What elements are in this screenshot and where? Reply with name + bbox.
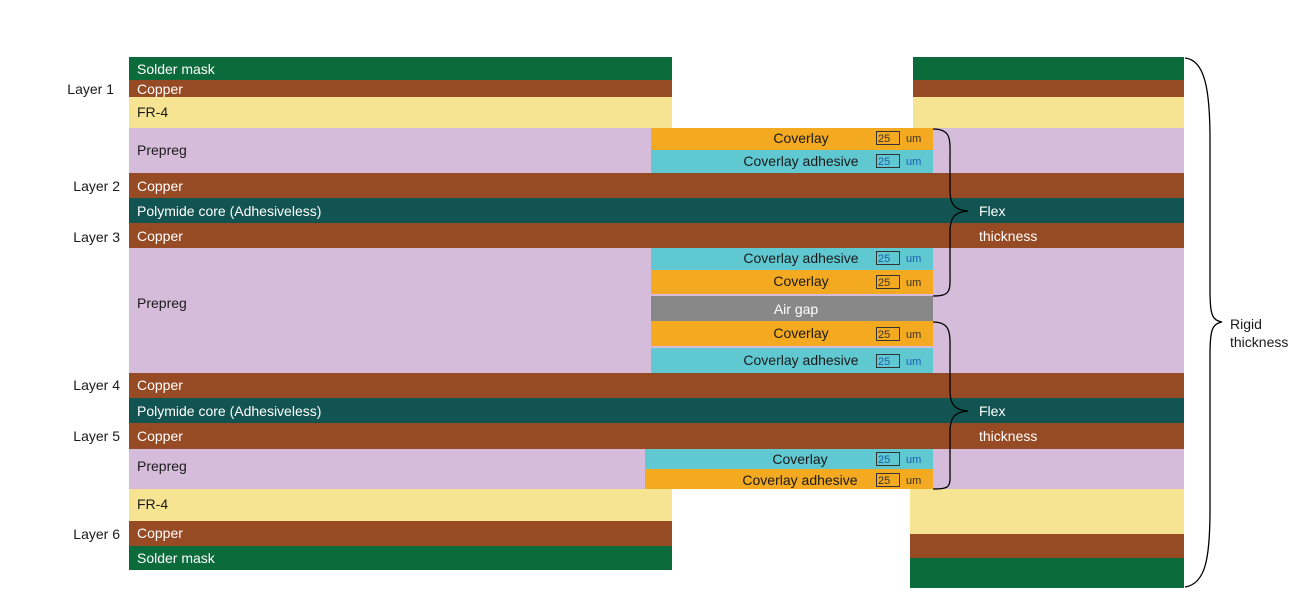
coverlay-adhesive-1-unit: um — [906, 156, 922, 168]
copper-layer3 — [129, 223, 1184, 248]
layer-6-label: Layer 6 — [73, 526, 120, 542]
copper-layer2 — [129, 173, 1184, 198]
coverlay-3-thickness-input[interactable]: 25 — [876, 327, 900, 341]
coverlay-1-thickness-input[interactable]: 25 — [876, 131, 900, 145]
fr4-top-left — [129, 97, 672, 128]
flex-thickness-label-top-line2: thickness — [979, 228, 1038, 244]
copper-layer1-label: Copper — [137, 81, 183, 97]
coverlay-adhesive-4 — [645, 469, 933, 489]
solder-mask-top-right — [913, 57, 1184, 80]
air-gap-label: Air gap — [773, 301, 819, 317]
coverlay-adhesive-1 — [651, 150, 933, 173]
coverlay-1 — [651, 128, 933, 150]
fr4-bottom-left — [129, 489, 672, 521]
layer-1-label: Layer 1 — [67, 81, 114, 97]
fr4-bottom-right — [910, 489, 1184, 534]
layer-2-label: Layer 2 — [73, 178, 120, 194]
layer-5-label: Layer 5 — [73, 428, 120, 444]
coverlay-adhesive-3 — [651, 348, 933, 373]
flex-thickness-label-bottom-line2: thickness — [979, 428, 1038, 444]
prepreg-3-label: Prepreg — [137, 458, 187, 474]
polyimide-core-1 — [129, 198, 1184, 223]
coverlay-3 — [651, 321, 933, 346]
coverlay-4-label: Coverlay — [772, 451, 828, 467]
copper-layer6-left — [129, 521, 672, 546]
fr4-top-label: FR-4 — [137, 104, 169, 120]
rigid-thickness-label-line1: Rigid — [1230, 316, 1262, 332]
coverlay-adhesive-3-label: Coverlay adhesive — [743, 352, 859, 368]
coverlay-2-label: Coverlay — [773, 273, 829, 289]
copper-layer4-label: Copper — [137, 377, 183, 393]
coverlay-adhesive-4-label: Coverlay adhesive — [742, 472, 858, 488]
solder-mask-bottom-label: Solder mask — [137, 550, 215, 566]
coverlay-adhesive-3-thickness-input[interactable]: 25 — [876, 354, 900, 368]
copper-layer4 — [129, 373, 1184, 398]
copper-layer5 — [129, 423, 1184, 449]
coverlay-adhesive-4-thickness-input[interactable]: 25 — [876, 473, 900, 487]
coverlay-4 — [645, 449, 933, 469]
flex-thickness-label-bottom-line1: Flex — [979, 403, 1006, 419]
solder-mask-bottom-right — [910, 558, 1184, 588]
coverlay-4-thickness-input[interactable]: 25 — [876, 452, 900, 466]
polyimide-core-2-label: Polymide core (Adhesiveless) — [137, 403, 322, 419]
rigid-thickness-label-line2: thickness — [1230, 334, 1289, 350]
copper-layer5-label: Copper — [137, 428, 183, 444]
copper-layer6-right — [910, 534, 1184, 558]
solder-mask-bottom-left — [129, 546, 672, 570]
coverlay-adhesive-2-thickness-input[interactable]: 25 — [876, 251, 900, 265]
fr4-top-right — [913, 97, 1184, 128]
coverlay-adhesive-3-unit: um — [906, 356, 922, 368]
coverlay-adhesive-4-unit: um — [906, 475, 922, 487]
coverlay-2-unit: um — [906, 277, 922, 289]
coverlay-adhesive-2 — [651, 248, 933, 270]
solder-mask-top-label: Solder mask — [137, 61, 215, 77]
coverlay-3-unit: um — [906, 329, 922, 341]
prepreg-2-label: Prepreg — [137, 295, 187, 311]
copper-layer1-right — [913, 80, 1184, 97]
coverlay-1-label: Coverlay — [773, 130, 829, 146]
coverlay-adhesive-1-label: Coverlay adhesive — [743, 153, 859, 169]
coverlay-adhesive-1-thickness-input[interactable]: 25 — [876, 154, 900, 168]
coverlay-3-label: Coverlay — [773, 325, 829, 341]
polyimide-core-1-label: Polymide core (Adhesiveless) — [137, 203, 322, 219]
coverlay-2-thickness-input[interactable]: 25 — [876, 275, 900, 289]
coverlay-1-unit: um — [906, 133, 922, 145]
copper-layer1-left — [129, 80, 672, 97]
solder-mask-top-left — [129, 57, 672, 80]
layer-4-label: Layer 4 — [73, 377, 120, 393]
fr4-bottom-label: FR-4 — [137, 496, 169, 512]
air-gap — [651, 296, 933, 321]
copper-layer6-label: Copper — [137, 525, 183, 541]
rigid-bracket — [1184, 57, 1223, 588]
layer-3-label: Layer 3 — [73, 229, 120, 245]
copper-layer3-label: Copper — [137, 228, 183, 244]
flex-thickness-label-top-line1: Flex — [979, 203, 1006, 219]
coverlay-adhesive-2-unit: um — [906, 253, 922, 265]
copper-layer2-label: Copper — [137, 178, 183, 194]
coverlay-4-unit: um — [906, 454, 922, 466]
polyimide-core-2 — [129, 398, 1184, 423]
coverlay-adhesive-2-label: Coverlay adhesive — [743, 250, 859, 266]
prepreg-1-label: Prepreg — [137, 142, 187, 158]
coverlay-2 — [651, 270, 933, 294]
